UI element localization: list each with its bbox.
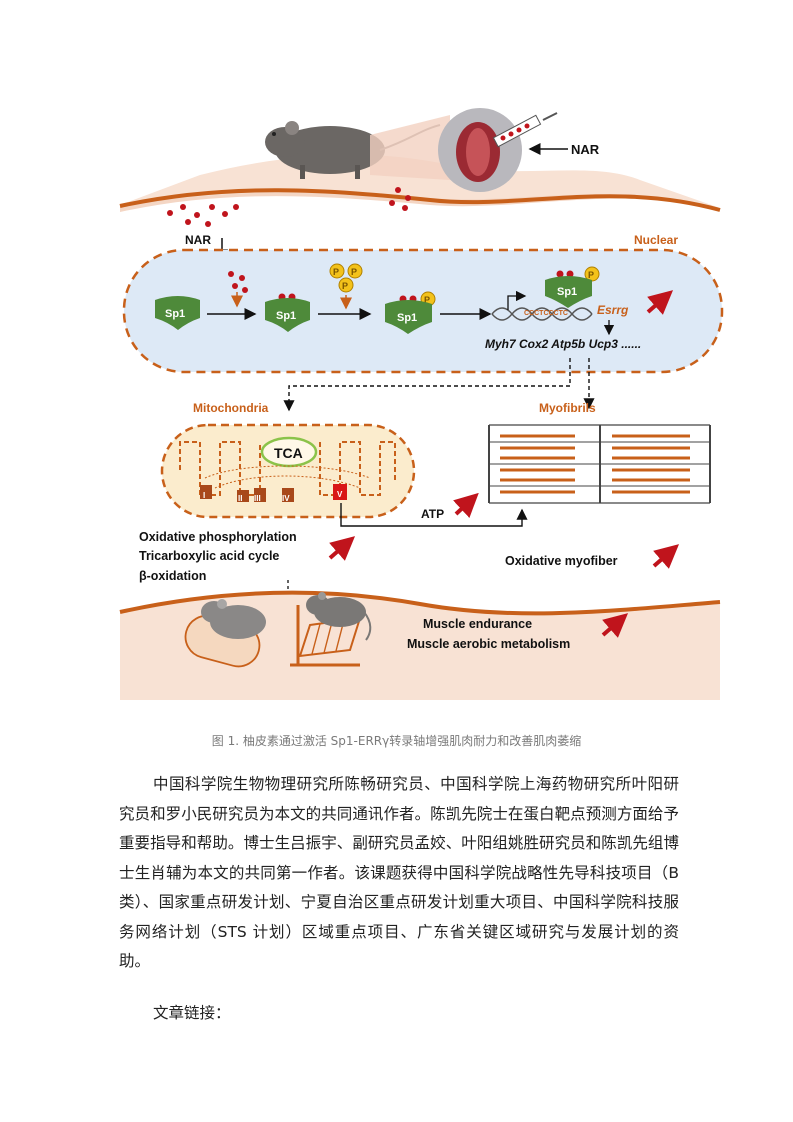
up-arrow-atp bbox=[453, 492, 479, 518]
muscle-endurance-label: Muscle endurance bbox=[423, 617, 532, 631]
svg-text:Sp1: Sp1 bbox=[397, 312, 417, 324]
dna-helix: CCCTCCCTC bbox=[491, 290, 593, 321]
oxidative-myofiber-label: Oxidative myofiber bbox=[505, 554, 618, 568]
svg-text:II: II bbox=[238, 494, 242, 503]
up-arrow-esrrg bbox=[646, 290, 674, 315]
mitochondria-label: Mitochondria bbox=[193, 401, 269, 415]
nar-injection-label: NAR bbox=[571, 142, 600, 157]
svg-text:P: P bbox=[342, 281, 348, 291]
nuclear-label: Nuclear bbox=[634, 233, 678, 247]
svg-text:Sp1: Sp1 bbox=[276, 310, 296, 322]
svg-text:V: V bbox=[337, 490, 343, 499]
svg-text:P: P bbox=[588, 270, 594, 280]
skin-bottom-band bbox=[120, 592, 720, 700]
complex-iii bbox=[254, 488, 266, 502]
nar-entry-label: NAR bbox=[185, 233, 211, 247]
svg-text:P: P bbox=[333, 267, 339, 277]
svg-text:I: I bbox=[203, 491, 205, 500]
nar-dots-top bbox=[167, 187, 411, 227]
syringe-icon bbox=[492, 112, 558, 148]
up-arrow-oxphos bbox=[328, 536, 356, 561]
sp1-protein-3: P Sp1 bbox=[385, 291, 436, 334]
complex-ii bbox=[237, 490, 249, 502]
target-genes-label: Myh7 Cox2 Atp5b Ucp3 ...... bbox=[485, 337, 641, 351]
mouse-top bbox=[265, 121, 441, 179]
phosphate-group: P P P bbox=[329, 263, 363, 293]
tca-cycle-label: Tricarboxylic acid cycle bbox=[139, 549, 279, 563]
svg-text:Sp1: Sp1 bbox=[165, 308, 185, 320]
complex-i bbox=[200, 485, 212, 499]
complex-iv bbox=[282, 488, 294, 502]
mechanism-figure: NAR NAR Nuclear Sp1 Sp1 P P P P Sp1 bbox=[119, 108, 724, 700]
skin-bottom-line bbox=[119, 590, 721, 616]
treadmill-mouse bbox=[184, 599, 266, 668]
sp1-protein-2: Sp1 bbox=[265, 293, 310, 332]
myofibrils-label: Myofibrils bbox=[539, 401, 596, 415]
article-links-label: 文章链接： bbox=[153, 1004, 231, 1022]
svg-text:P: P bbox=[424, 295, 430, 305]
esrrg-label: Esrrg bbox=[597, 303, 629, 317]
beta-oxidation-label: β-oxidation bbox=[139, 569, 206, 583]
body-paragraph: 中国科学院生物物理研究所陈畅研究员、中国科学院上海药物研究所叶阳研究员和罗小民研… bbox=[119, 775, 679, 970]
muscle-aerobic-label: Muscle aerobic metabolism bbox=[407, 637, 570, 651]
sp1-protein-1: Sp1 bbox=[155, 296, 200, 330]
atp-label: ATP bbox=[421, 507, 444, 521]
svg-text:Sp1: Sp1 bbox=[557, 286, 577, 298]
up-arrow-endurance bbox=[601, 613, 629, 638]
complex-v bbox=[333, 484, 347, 500]
svg-text:III: III bbox=[254, 494, 261, 503]
myofibril-sarcomeres bbox=[488, 424, 711, 504]
svg-text:TCA: TCA bbox=[274, 445, 303, 461]
sp1-protein-4: P Sp1 bbox=[545, 266, 600, 308]
grip-test-mouse bbox=[290, 592, 372, 667]
svg-text:IV: IV bbox=[282, 494, 290, 503]
skin-top-line bbox=[119, 188, 721, 212]
mitochondrion: TCA I II III IV V bbox=[160, 423, 416, 519]
dna-sequence-label: CCCTCCCTC bbox=[524, 310, 568, 317]
oxphos-label: Oxidative phosphorylation bbox=[139, 530, 297, 544]
svg-text:P: P bbox=[351, 267, 357, 277]
up-arrow-myofiber bbox=[652, 544, 680, 569]
figure-caption: 图 1. 柚皮素通过激活 Sp1-ERRγ转录轴增强肌肉耐力和改善肌肉萎缩 bbox=[211, 734, 582, 748]
